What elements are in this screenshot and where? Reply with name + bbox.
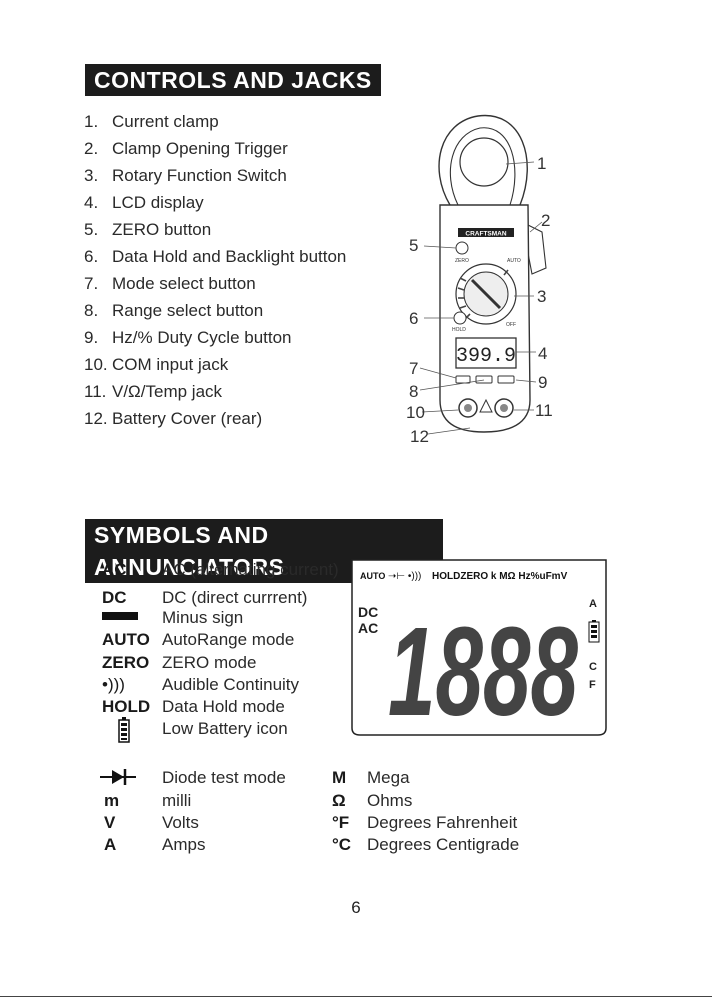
lcd-dc: DC [358,604,378,620]
callout-2: 2 [541,211,550,230]
low-battery-icon [118,717,130,743]
lcd-annunciator-diagram: AUTO ➝⊢ •))) HOLDZERO k MΩ Hz%uFmV DC AC… [351,559,607,738]
list-item: 8.Range select button [84,301,264,320]
list-item: 11.V/Ω/Temp jack [84,382,223,401]
list-item: 9.Hz/% Duty Cycle button [84,328,292,347]
lcd-diode-continuity: ➝⊢ •))) [388,571,421,582]
current-clamp [438,114,528,206]
callout-6: 6 [409,309,418,328]
lcd-top-annunciators: HOLDZERO k MΩ Hz%uFmV [432,571,568,582]
mode-button [455,375,471,384]
list-item: 6.Data Hold and Backlight button [84,247,347,266]
lcd-battery-icon [588,620,600,643]
callout-1: 1 [537,154,546,173]
callout-11: 11 [535,401,553,420]
lcd-unit-c: C [589,661,597,673]
svg-text:OFF: OFF [506,322,516,328]
list-item: 1.Current clamp [84,112,219,131]
callout-3: 3 [537,287,546,306]
lcd-auto: AUTO [360,571,385,581]
range-button [475,375,493,384]
zero-button [455,241,469,255]
svg-text:AUTO: AUTO [507,258,521,264]
list-item: 12.Battery Cover (rear) [84,409,263,428]
brand-label: CRAFTSMAN [465,231,506,238]
clamp-opening [459,137,509,187]
list-item: 4.LCD display [84,193,204,212]
svg-text:HOLD: HOLD [452,327,466,333]
hold-button [453,311,467,325]
clamp-meter-figure: CRAFTSMAN AUTO ZERO OFF HOLD 399.9 [406,114,553,446]
list-item: 2.Clamp Opening Trigger [84,139,288,158]
lcd-ac: AC [358,620,378,636]
list-item: 5.ZERO button [84,220,212,239]
callout-5: 5 [409,236,418,255]
list-item: 7.Mode select button [84,274,256,293]
lcd-unit-f: F [589,679,596,691]
callout-4: 4 [538,344,547,363]
diode-icon [100,769,136,785]
callout-7: 7 [409,359,418,378]
lcd-reading: 399.9 [456,345,516,368]
lcd-digits: 1888 [388,601,578,738]
svg-text:ZERO: ZERO [455,258,469,264]
lcd-unit-a: A [589,598,597,610]
callout-12: 12 [410,427,429,446]
list-item: 3.Rotary Function Switch [84,166,287,185]
footer-divider [0,996,712,997]
page-number: 6 [351,898,361,917]
controls-heading: CONTROLS AND JACKS [85,64,381,96]
lcd-display [455,337,517,369]
callout-8: 8 [409,382,418,401]
list-item: 10.COM input jack [84,355,229,374]
controls-list: 1.Current clamp 2.Clamp Opening Trigger … [84,108,346,432]
callout-9: 9 [538,373,547,392]
callout-10: 10 [406,403,425,422]
hz-button [497,375,515,384]
minus-sign-icon [102,612,138,620]
symbols-heading: SYMBOLS AND ANNUNCIATORS [85,519,443,583]
